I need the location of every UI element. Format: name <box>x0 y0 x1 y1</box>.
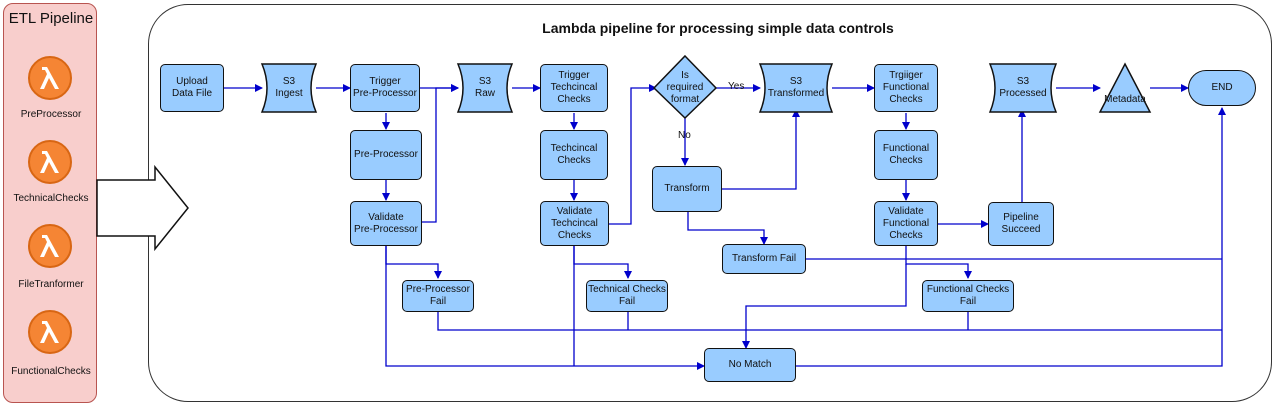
edge-validate-func-fail <box>905 246 972 279</box>
edge-prefail-end <box>437 312 1222 331</box>
no-match-node: No Match <box>704 348 796 382</box>
lambda-icon <box>28 56 72 100</box>
edge-validate-tech-fail <box>573 246 632 279</box>
s3-raw-shape <box>456 63 514 113</box>
validate-functional-checks-node: Validate Functional Checks <box>874 201 938 246</box>
validate-pre-processor-node: Validate Pre-Processor <box>350 201 422 246</box>
lambda-label-preprocessor: PreProcessor <box>20 109 82 120</box>
is-required-format-decision: Is required format <box>666 70 704 105</box>
upload-data-file-node: Upload Data File <box>160 64 224 112</box>
diagram-title: Lambda pipeline for processing simple da… <box>542 20 894 36</box>
functional-checks-fail-node: Functional Checks Fail <box>922 280 1014 312</box>
edge-func-nomatch <box>742 264 907 349</box>
pipeline-succeed-node: Pipeline Succeed <box>988 202 1054 246</box>
etl-pipeline-sidebar: ETL Pipeline PreProcessor TechnicalCheck… <box>3 3 97 403</box>
s3-raw-node: S3 Raw <box>474 76 495 99</box>
lambda-label-functionalchecks: FunctionalChecks <box>11 366 91 377</box>
flow-edges <box>224 84 1226 370</box>
metadata-shape <box>1098 62 1152 113</box>
s3-processed-shape <box>988 63 1058 113</box>
edge-label-no: No <box>678 130 691 141</box>
edge-validate-tech-format <box>609 84 657 225</box>
technical-checks-node: Techcincal Checks <box>540 130 608 180</box>
trigger-technical-checks-node: Trigger Techcincal Checks <box>540 64 608 112</box>
lambda-label-technicalchecks: TechnicalChecks <box>13 193 89 204</box>
end-node: END <box>1188 70 1256 106</box>
transform-node: Transform <box>652 166 722 212</box>
transform-fail-node: Transform Fail <box>722 244 806 274</box>
s3-transformed-shape <box>758 63 834 113</box>
pre-processor-fail-node: Pre-Processor Fail <box>402 280 474 312</box>
lambda-icon <box>28 224 72 268</box>
s3-ingest-shape <box>260 63 318 113</box>
s3-ingest-node: S3 Ingest <box>275 76 303 99</box>
s3-transformed-node: S3 Transformed <box>767 76 825 99</box>
lambda-icon <box>28 310 72 354</box>
edge-transform-transformed <box>722 109 800 190</box>
decision-shape <box>652 54 718 120</box>
shape-nodes <box>260 54 1152 120</box>
technical-checks-fail-node: Technical Checks Fail <box>586 280 668 312</box>
s3-processed-node: S3 Processed <box>999 76 1047 99</box>
trigger-pre-processor-node: Trigger Pre-Processor <box>350 64 420 112</box>
edge-pre-nomatch <box>385 246 705 370</box>
validate-technical-checks-node: Validate Techcincal Checks <box>540 201 609 246</box>
pre-processor-node: Pre-Processor <box>350 130 422 180</box>
edge-nomatch-end <box>796 107 1226 367</box>
lambda-icon <box>28 140 72 184</box>
edge-validate-pre-raw <box>421 84 459 223</box>
edge-transform-fail <box>687 212 768 245</box>
lambda-label-filetranformer: FileTranformer <box>18 279 84 290</box>
sidebar-to-panel-arrow <box>96 164 189 252</box>
metadata-node: Metadata <box>1104 94 1146 105</box>
sidebar-title: ETL Pipeline <box>8 10 94 27</box>
edge-label-yes: Yes <box>728 81 745 92</box>
trigger-functional-checks-node: Trgiiger Functional Checks <box>874 64 938 112</box>
edge-validate-pre-fail <box>385 246 442 279</box>
functional-checks-node: Functional Checks <box>874 130 938 180</box>
